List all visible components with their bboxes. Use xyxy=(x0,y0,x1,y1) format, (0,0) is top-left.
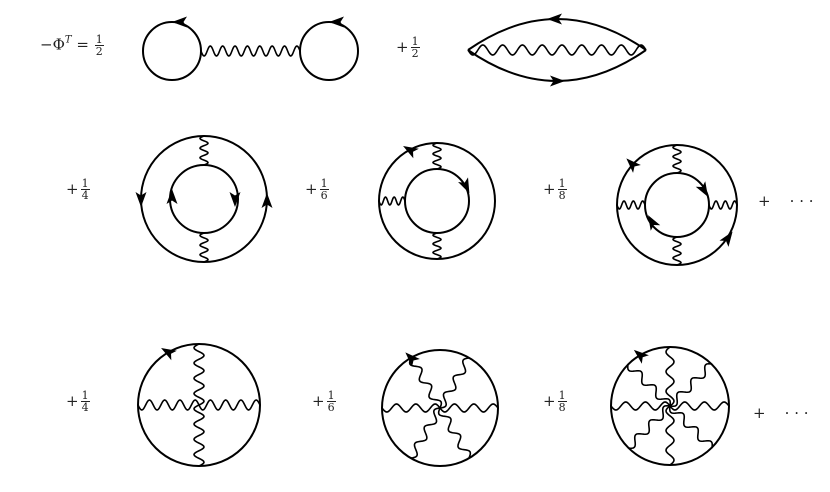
photon-top xyxy=(199,135,209,166)
inner-loop xyxy=(169,164,239,234)
diagram-cross-3a xyxy=(137,343,261,467)
inner-loop xyxy=(404,168,470,234)
arrow-outer xyxy=(400,141,419,159)
phi-symbol: Φ xyxy=(52,35,65,54)
right-loop xyxy=(299,21,359,81)
photon-bottom xyxy=(199,232,209,263)
photon-left xyxy=(378,196,406,206)
photon-top xyxy=(432,142,442,170)
diagram-ring-2b xyxy=(378,141,496,260)
photon-vertical xyxy=(193,343,205,467)
arrow-left-loop xyxy=(172,16,187,28)
photon-top xyxy=(672,144,682,174)
arrow-outer-tl xyxy=(622,154,641,173)
photon-bottom xyxy=(432,232,442,260)
inner-loop xyxy=(644,172,710,238)
photon-bottom xyxy=(672,236,682,266)
continuation-row-2: + · · · xyxy=(758,192,814,210)
phi-superscript: T xyxy=(64,34,72,46)
photon-line xyxy=(200,45,301,57)
diagram-exchange xyxy=(467,13,647,87)
equals-sign: = xyxy=(76,35,89,54)
photon-line xyxy=(467,44,647,56)
photon-right xyxy=(708,200,738,210)
arrow-inner-tr xyxy=(695,181,713,200)
diagram-tadpoles xyxy=(142,16,359,81)
left-loop xyxy=(142,21,202,81)
diagram-cross-3c xyxy=(610,345,730,466)
diagram-ring-2c xyxy=(616,144,738,266)
continuation-row-3: + · · · xyxy=(753,404,809,422)
photon-left xyxy=(616,200,646,210)
arrow-right-loop xyxy=(329,16,344,28)
photon-3 xyxy=(410,357,470,459)
minus-sign: − xyxy=(40,35,53,54)
diagram-ring-2a xyxy=(135,135,273,263)
photon-4 xyxy=(627,362,713,450)
diagram-cross-3b xyxy=(381,348,499,467)
arrow-inner-left xyxy=(166,189,178,204)
